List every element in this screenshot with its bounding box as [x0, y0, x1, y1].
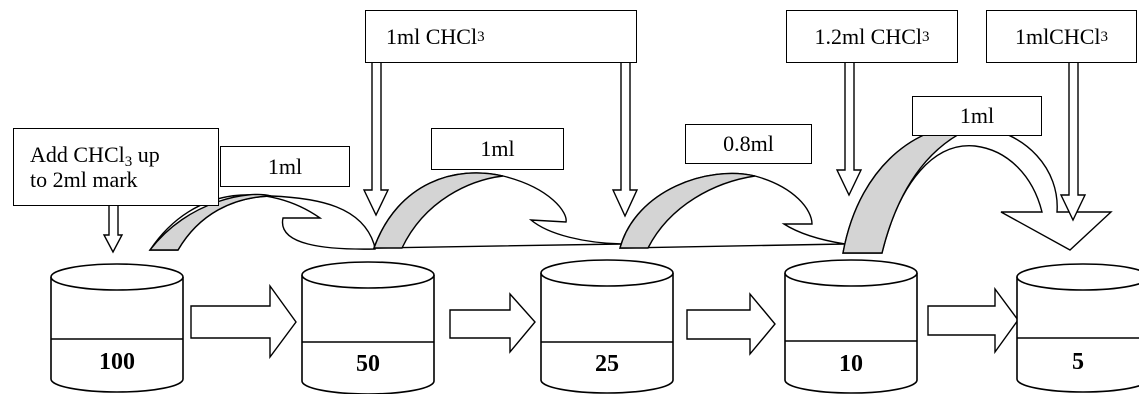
container-value-1: 100 — [99, 349, 135, 375]
down-arrow-chcl3-d — [1059, 61, 1087, 222]
right-arrow-3 — [686, 292, 776, 356]
down-arrow-chcl3-a — [362, 61, 390, 217]
start-instruction-line2: to 2ml mark — [30, 167, 138, 192]
transfer-label-3: 0.8ml — [685, 124, 812, 164]
transfer-label-4: 1ml — [912, 96, 1042, 136]
transfer-arrow-3 — [619, 172, 846, 249]
container-value-2: 50 — [356, 351, 380, 377]
container-value-4: 10 — [839, 351, 863, 377]
container-1 — [50, 263, 184, 393]
container-2 — [301, 261, 435, 394]
transfer-label-2: 1ml — [431, 128, 564, 170]
container-value-3: 25 — [595, 351, 619, 377]
down-arrow-chcl3-b — [611, 61, 639, 218]
container-3 — [540, 259, 674, 394]
down-arrow-start — [102, 203, 124, 254]
down-arrow-chcl3-c — [835, 61, 863, 197]
start-instruction-line1: Add CHCl3 up — [30, 141, 160, 170]
right-arrow-1 — [190, 283, 297, 360]
container-5 — [1016, 263, 1139, 393]
right-arrow-4 — [927, 286, 1019, 355]
transfer-label-1: 1ml — [220, 146, 350, 187]
start-instruction-box: Add CHCl3 up to 2ml mark — [13, 128, 219, 206]
transfer-arrow-2 — [372, 172, 623, 249]
transfer-arrow-1 — [148, 193, 376, 251]
right-arrow-2 — [449, 292, 536, 354]
container-value-5: 5 — [1072, 349, 1084, 375]
container-4 — [784, 259, 918, 394]
